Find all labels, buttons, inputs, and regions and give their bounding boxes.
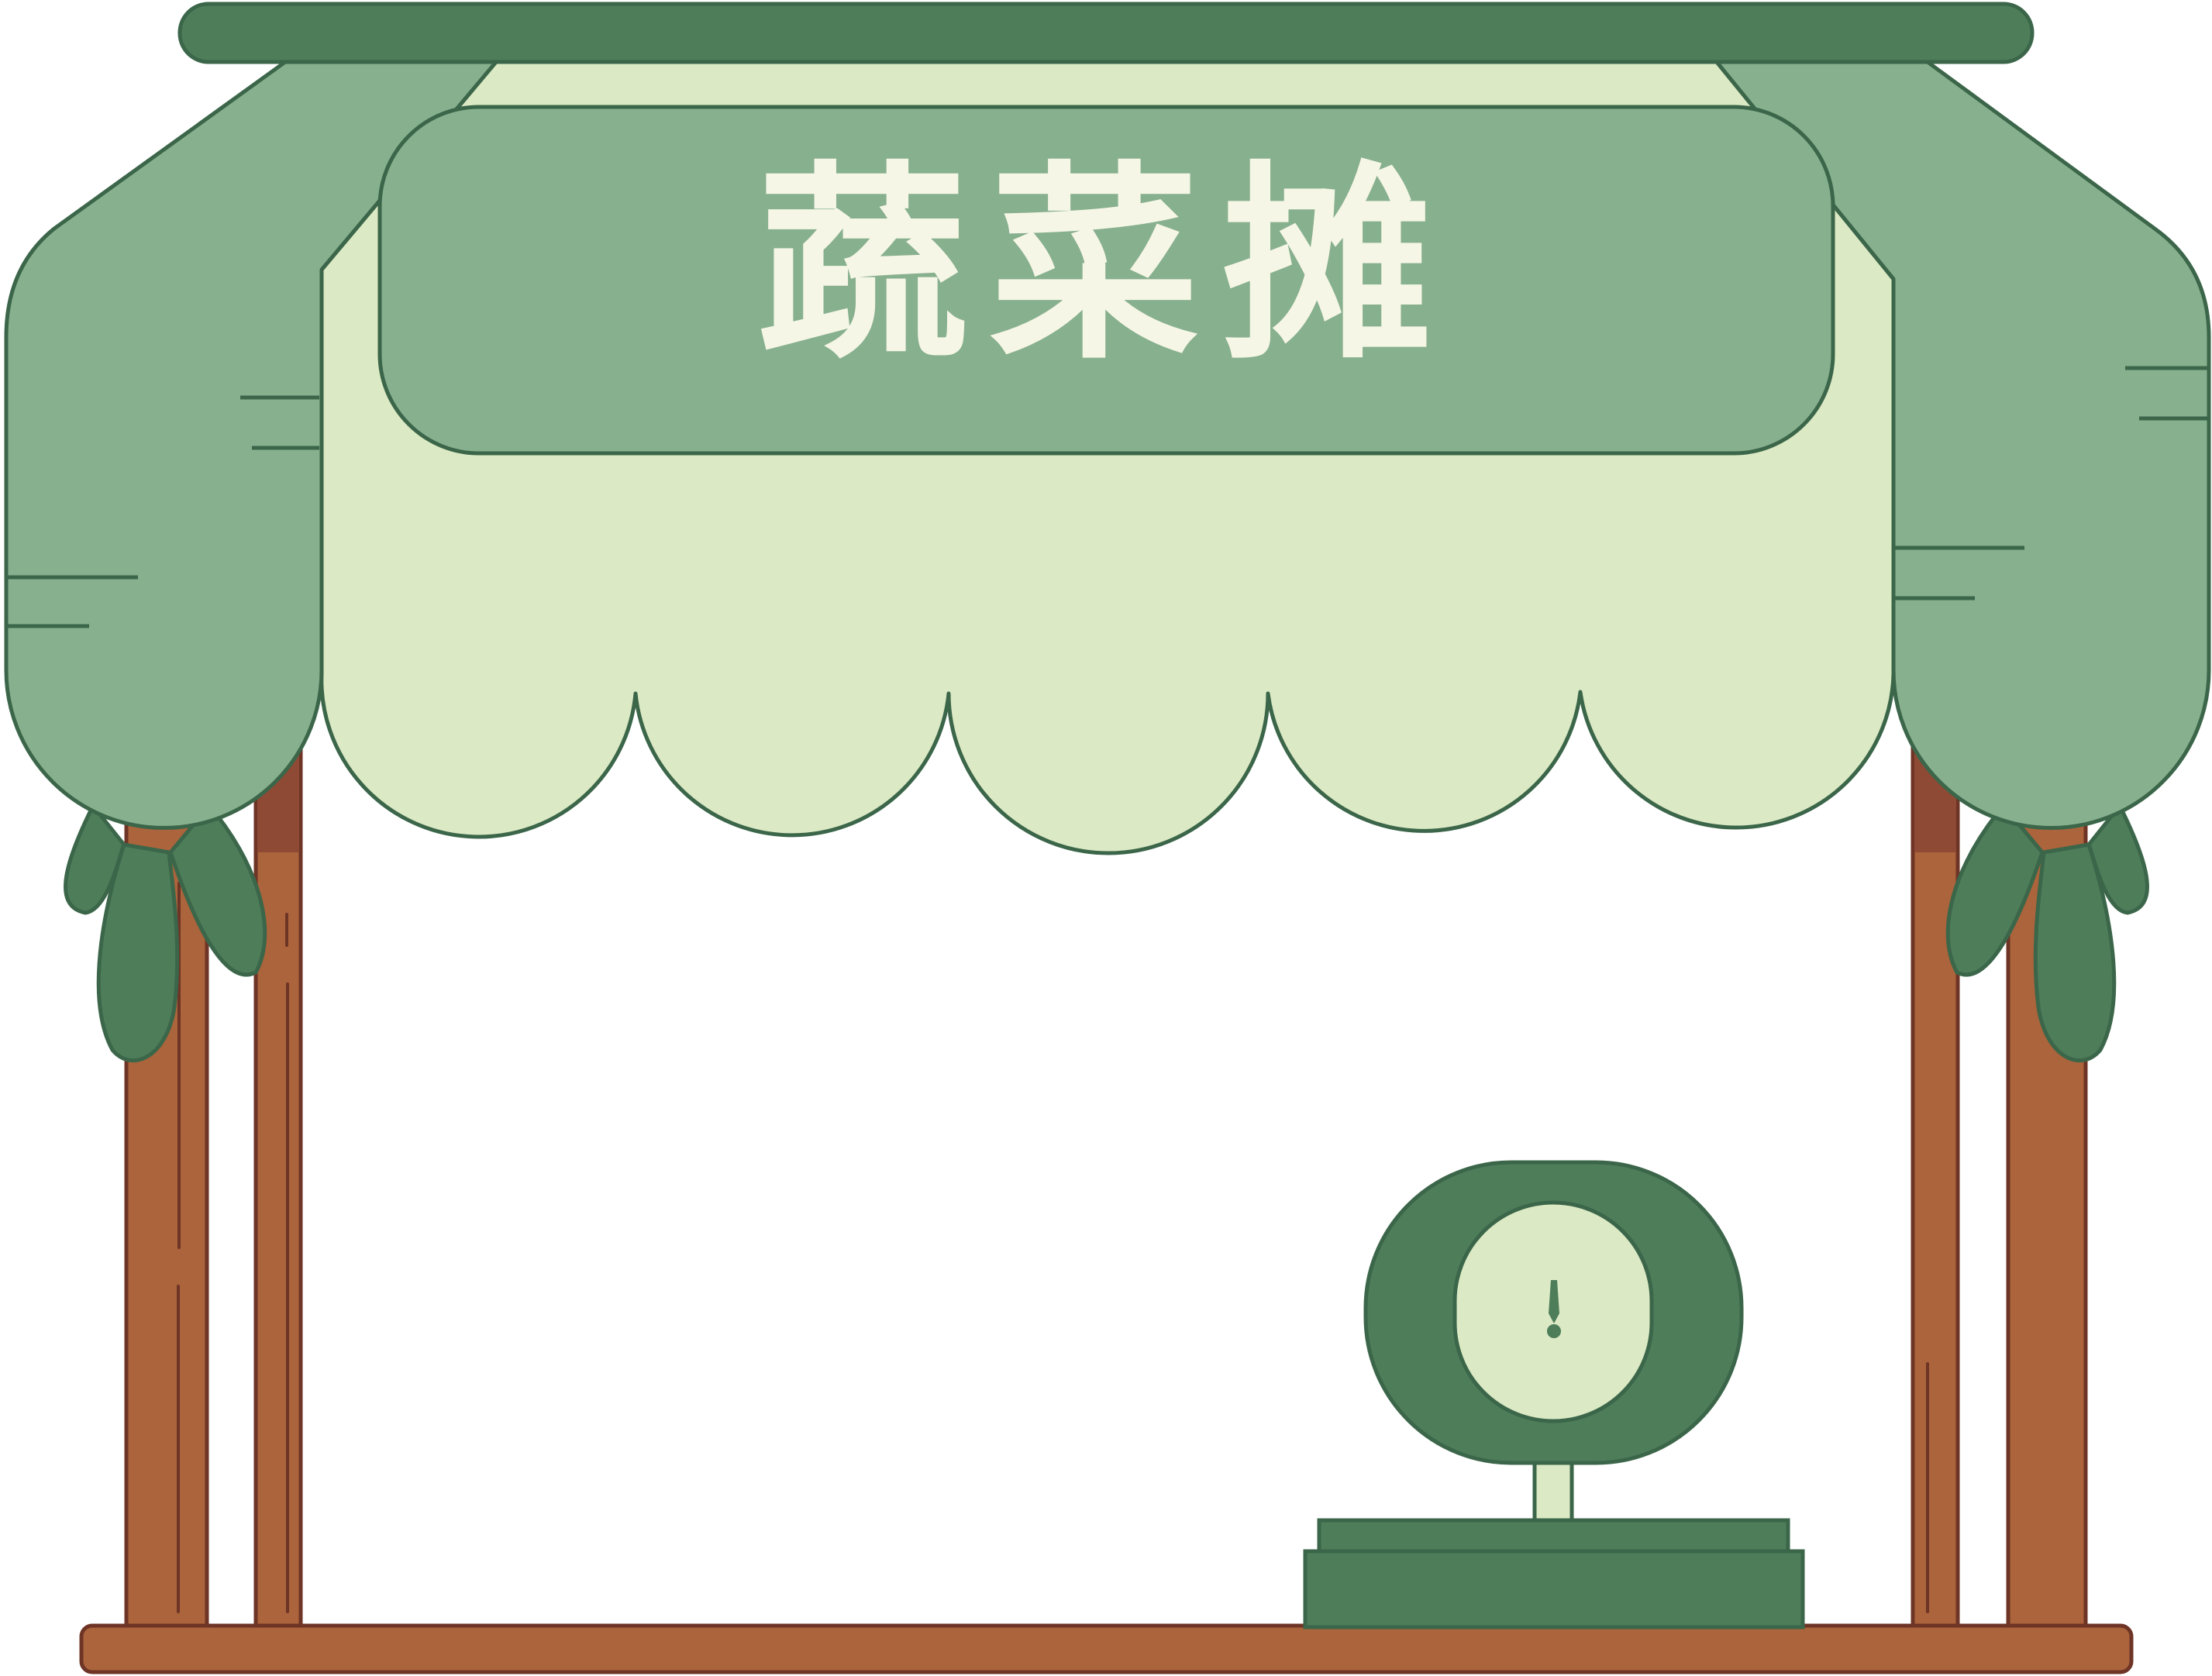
counter-plank (79, 1623, 2134, 1674)
awning-top-rod (177, 2, 2035, 64)
left-inner-post (253, 742, 303, 1630)
scale-top-plate (1317, 1518, 1790, 1555)
kitchen-scale-icon (1303, 1160, 1805, 1630)
scale-needle (1549, 1280, 1559, 1323)
left-leaf-tassel (64, 804, 267, 1063)
right-inner-post (1911, 742, 1960, 1630)
scale-neck (1532, 1454, 1574, 1523)
right-leaf-tassel (1945, 804, 2149, 1063)
sign-title: 蔬菜摊 (757, 143, 1455, 387)
right-curtain (1714, 60, 2211, 830)
left-curtain (4, 60, 498, 830)
stall-sign: 蔬菜摊 (377, 105, 1835, 456)
scale-base (1303, 1549, 1805, 1630)
sign-board (377, 105, 1835, 456)
scale-needle-pivot (1547, 1324, 1561, 1338)
